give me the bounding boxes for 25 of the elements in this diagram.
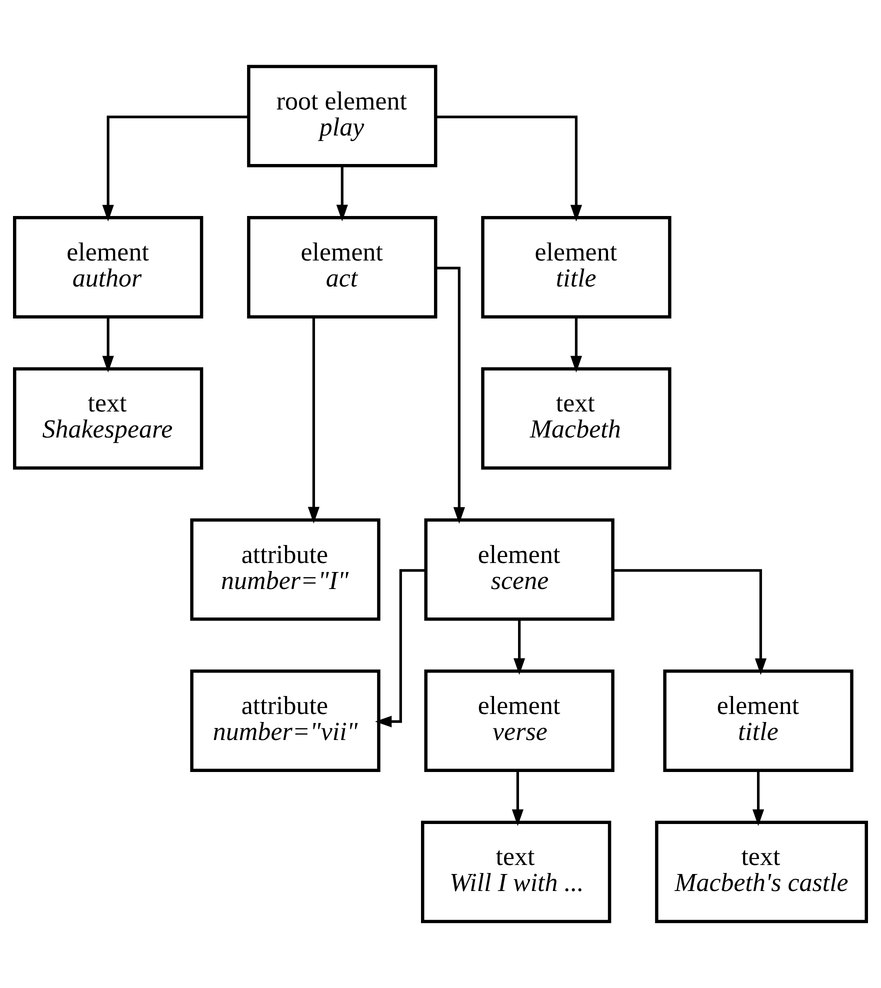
node-box: element title — [481, 216, 672, 318]
node-box: text Shakespeare — [13, 367, 204, 470]
arrow — [102, 317, 114, 372]
arrow — [102, 116, 248, 222]
arrow — [336, 166, 348, 222]
node-box: text Macbeth's castle — [655, 820, 868, 924]
node-box: attribute number="I" — [190, 518, 380, 621]
node-box: root element play — [247, 64, 438, 168]
arrow — [514, 620, 526, 675]
node-box: element title — [663, 670, 854, 772]
arrow — [436, 266, 465, 524]
node-box: element verse — [424, 670, 614, 772]
arrow — [512, 770, 524, 826]
node-box: element act — [247, 216, 438, 318]
arrow — [752, 770, 764, 826]
arrow — [375, 569, 426, 728]
arrow — [570, 317, 582, 372]
node-box: element scene — [424, 518, 614, 621]
arrow — [613, 569, 767, 676]
arrow — [308, 317, 320, 524]
node-box: element author — [13, 216, 204, 318]
node-box: attribute number="vii" — [190, 670, 380, 772]
node-box: text Macbeth — [481, 367, 672, 470]
arrow — [436, 116, 582, 222]
node-box: text Will I with ... — [421, 820, 612, 924]
